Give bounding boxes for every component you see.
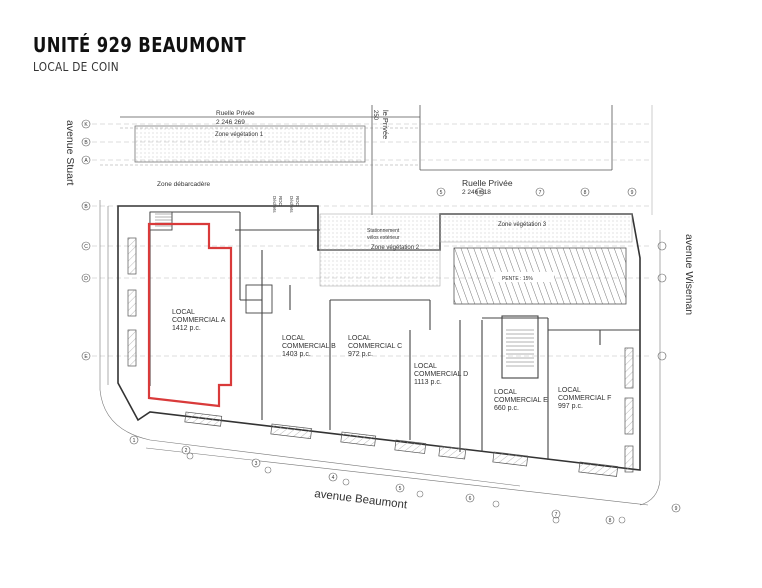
zone-bikes-1: Stationnement xyxy=(367,228,400,234)
grid-letter: B xyxy=(84,204,88,210)
unit-a-highlight[interactable] xyxy=(147,222,233,408)
unit-line2: COMMERCIAL E xyxy=(494,397,548,404)
interior-walls xyxy=(149,211,640,460)
unit-line1: LOCAL xyxy=(282,335,305,342)
grid-letter-bubbles: K B A B C D E xyxy=(81,119,667,361)
grid-number: 2 xyxy=(185,448,188,454)
page-subtitle: LOCAL DE COIN xyxy=(33,60,119,74)
street-wiseman: avenue Wiseman xyxy=(683,234,695,315)
grid-letter: C xyxy=(84,244,88,250)
alley-right-label: Ruelle Privée xyxy=(462,178,513,188)
street-beaumont: avenue Beaumont xyxy=(314,488,409,511)
grid-letter: K xyxy=(84,122,88,128)
grid-number-bubbles-top: 5 6 7 8 9 xyxy=(436,187,637,197)
unit-area: 660 p.c. xyxy=(494,405,519,412)
zone-veg-2: Zone végétation 2 xyxy=(371,245,420,251)
zone-veg-3: Zone végétation 3 xyxy=(498,222,547,228)
grid-number: 6 xyxy=(479,190,482,196)
unit-area: 972 p.c. xyxy=(348,351,373,358)
grid-number: 8 xyxy=(584,190,587,196)
ramp xyxy=(453,247,627,305)
grid-number: 6 xyxy=(469,496,472,502)
tree-symbols xyxy=(186,452,626,524)
unit-line1: LOCAL xyxy=(558,387,581,394)
alley-top-lot: 2 246 269 xyxy=(216,119,245,126)
grid-letter: B xyxy=(84,140,88,146)
unit-line1: LOCAL xyxy=(348,335,371,342)
street-stuart: avenue Stuart xyxy=(64,120,76,185)
grid-letter: A xyxy=(84,158,88,164)
unit-line2: COMMERCIAL B xyxy=(282,343,336,350)
grid-number: 7 xyxy=(539,190,542,196)
windows xyxy=(127,237,634,477)
unit-line2: COMMERCIAL A xyxy=(172,317,226,324)
sidewalk-lines xyxy=(99,200,661,506)
unit-area: 997 p.c. xyxy=(558,403,583,410)
page-title: UNITÉ 929 BEAUMONT xyxy=(33,33,246,57)
unit-line1: LOCAL xyxy=(494,389,517,396)
zone-loading: Zone débarcadère xyxy=(157,181,211,188)
grid-number: 9 xyxy=(631,190,634,196)
zone-waste-2b: RDC xyxy=(295,196,300,206)
unit-e-label[interactable]: LOCAL COMMERCIAL E 660 p.c. xyxy=(494,389,548,412)
unit-area: 1412 p.c. xyxy=(172,325,201,332)
stairs xyxy=(155,213,534,367)
unit-a-label[interactable]: LOCAL COMMERCIAL A 1412 p.c. xyxy=(172,309,226,332)
grid-number: 1 xyxy=(133,438,136,444)
zone-waste-1b: Déchets xyxy=(289,196,294,213)
unit-line1: LOCAL xyxy=(172,309,195,316)
grid-letter: E xyxy=(84,354,88,360)
grid-number: 3 xyxy=(255,461,258,467)
zone-veg-1: Zone végétation 1 xyxy=(215,132,264,138)
grid-letter: D xyxy=(84,276,88,282)
ramp-slope: PENTE : 15% xyxy=(502,276,533,282)
grid-number: 4 xyxy=(332,475,335,481)
unit-b-label[interactable]: LOCAL COMMERCIAL B 1403 p.c. xyxy=(282,335,336,358)
unit-line1: LOCAL xyxy=(414,363,437,370)
zone-waste-1: Déchets xyxy=(272,196,277,213)
zone-bikes-2: vélos extérieur xyxy=(367,235,400,241)
unit-d-label[interactable]: LOCAL COMMERCIAL D 1113 p.c. xyxy=(414,363,468,386)
grid-number: 8 xyxy=(609,518,612,524)
grid-number: 5 xyxy=(440,190,443,196)
alley-top-label: Ruelle Privée xyxy=(216,110,255,117)
unit-c-label[interactable]: LOCAL COMMERCIAL C 972 p.c. xyxy=(348,335,402,358)
unit-area: 1113 p.c. xyxy=(414,379,442,386)
unit-line2: COMMERCIAL D xyxy=(414,371,468,378)
grid-number: 7 xyxy=(555,512,558,518)
alley-vertical-lot: 250 xyxy=(372,110,378,121)
unit-f-label[interactable]: LOCAL COMMERCIAL F 997 p.c. xyxy=(558,387,611,410)
zone-waste-2: RDC xyxy=(278,196,283,206)
top-neighbour-area xyxy=(100,105,653,215)
rear-service-zone xyxy=(319,213,633,287)
alley-vertical-label: le Privée xyxy=(381,110,390,139)
unit-line2: COMMERCIAL C xyxy=(348,343,402,350)
grid-number: 9 xyxy=(675,506,678,512)
unit-area: 1403 p.c. xyxy=(282,351,311,358)
alley-right-lot: 2 246 618 xyxy=(462,189,491,196)
unit-line2: COMMERCIAL F xyxy=(558,395,611,402)
grid-number-bubbles-front: 1 2 3 4 5 6 7 8 9 xyxy=(129,435,681,525)
grid-number: 5 xyxy=(399,486,402,492)
